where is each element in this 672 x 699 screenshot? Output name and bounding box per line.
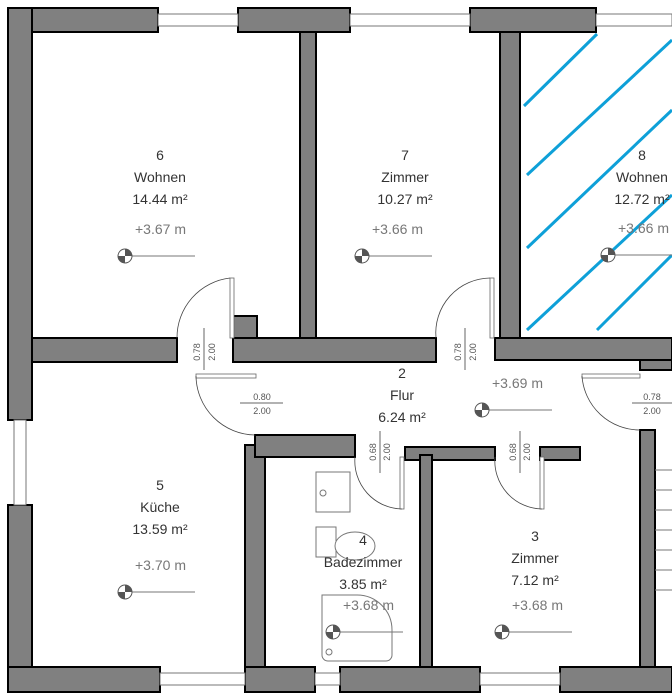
windows — [13, 13, 672, 686]
door-height: 2.00 — [207, 343, 217, 361]
room-level: +3.68 m — [512, 597, 563, 613]
room-number: 7 — [401, 147, 409, 163]
door-width: 0.78 — [643, 392, 661, 402]
room-number: 3 — [531, 528, 539, 544]
room-level: +3.69 m — [492, 375, 543, 391]
room-level: +3.67 m — [135, 221, 186, 237]
level-marker-icon — [494, 624, 510, 640]
door-dimensions: 0.78 2.00 0.78 2.00 0.80 2.00 0.78 2.00 … — [192, 328, 672, 473]
toilet-bowl — [334, 531, 376, 561]
door-dim-4: 0.78 2.00 — [632, 392, 672, 416]
room-area: 14.44 m² — [132, 191, 188, 207]
room-number: 2 — [398, 365, 406, 381]
room-name: Badezimmer — [324, 554, 403, 570]
level-marker-icon — [600, 247, 616, 263]
room-area: 7.12 m² — [511, 572, 559, 588]
door-width: 0.68 — [368, 443, 378, 461]
room-number: 8 — [638, 147, 646, 163]
room-name: Wohnen — [616, 169, 668, 185]
door-height: 2.00 — [468, 343, 478, 361]
level-marker-icon — [117, 584, 133, 600]
door-width: 0.78 — [453, 343, 463, 361]
door-dim-1: 0.78 2.00 — [192, 328, 217, 370]
room-area: 10.27 m² — [377, 191, 433, 207]
door-height: 2.00 — [643, 406, 661, 416]
door-width: 0.80 — [253, 392, 271, 402]
room-number: 4 — [359, 532, 367, 548]
room-name: Wohnen — [134, 169, 186, 185]
level-marker-icon — [325, 624, 341, 640]
door-height: 2.00 — [253, 406, 271, 416]
room-level: +3.66 m — [618, 220, 669, 236]
room-name: Zimmer — [381, 169, 429, 185]
room-8-hatching — [522, 32, 672, 332]
door-width: 0.78 — [192, 343, 202, 361]
room-area: 13.59 m² — [132, 521, 188, 537]
room-level: +3.70 m — [135, 557, 186, 573]
door-width: 0.68 — [508, 443, 518, 461]
door-dim-2: 0.78 2.00 — [453, 328, 478, 370]
door-height: 2.00 — [522, 443, 532, 461]
room-name: Flur — [390, 387, 414, 403]
door-swings — [176, 277, 641, 510]
room-name: Zimmer — [511, 550, 559, 566]
level-marker-icon — [354, 248, 370, 264]
door-dim-3: 0.80 2.00 — [240, 392, 283, 416]
level-marker-icon — [474, 402, 490, 418]
room-number: 6 — [156, 147, 164, 163]
room-level: +3.68 m — [343, 597, 394, 613]
toilet-tank — [315, 526, 337, 558]
door-height: 2.00 — [382, 443, 392, 461]
shower-tray — [321, 594, 393, 662]
room-number: 5 — [156, 477, 164, 493]
door-dim-5: 0.68 2.00 — [368, 431, 392, 473]
room-name: Küche — [140, 499, 180, 515]
room-area: 6.24 m² — [378, 409, 426, 425]
bathroom-fixtures — [315, 471, 393, 662]
stairs — [655, 469, 672, 591]
room-area: 12.72 m² — [614, 191, 670, 207]
room-level: +3.66 m — [372, 221, 423, 237]
door-dim-6: 0.68 2.00 — [508, 431, 532, 473]
level-marker-icon — [117, 248, 133, 264]
walls — [7, 7, 672, 693]
room-area: 3.85 m² — [339, 576, 387, 592]
